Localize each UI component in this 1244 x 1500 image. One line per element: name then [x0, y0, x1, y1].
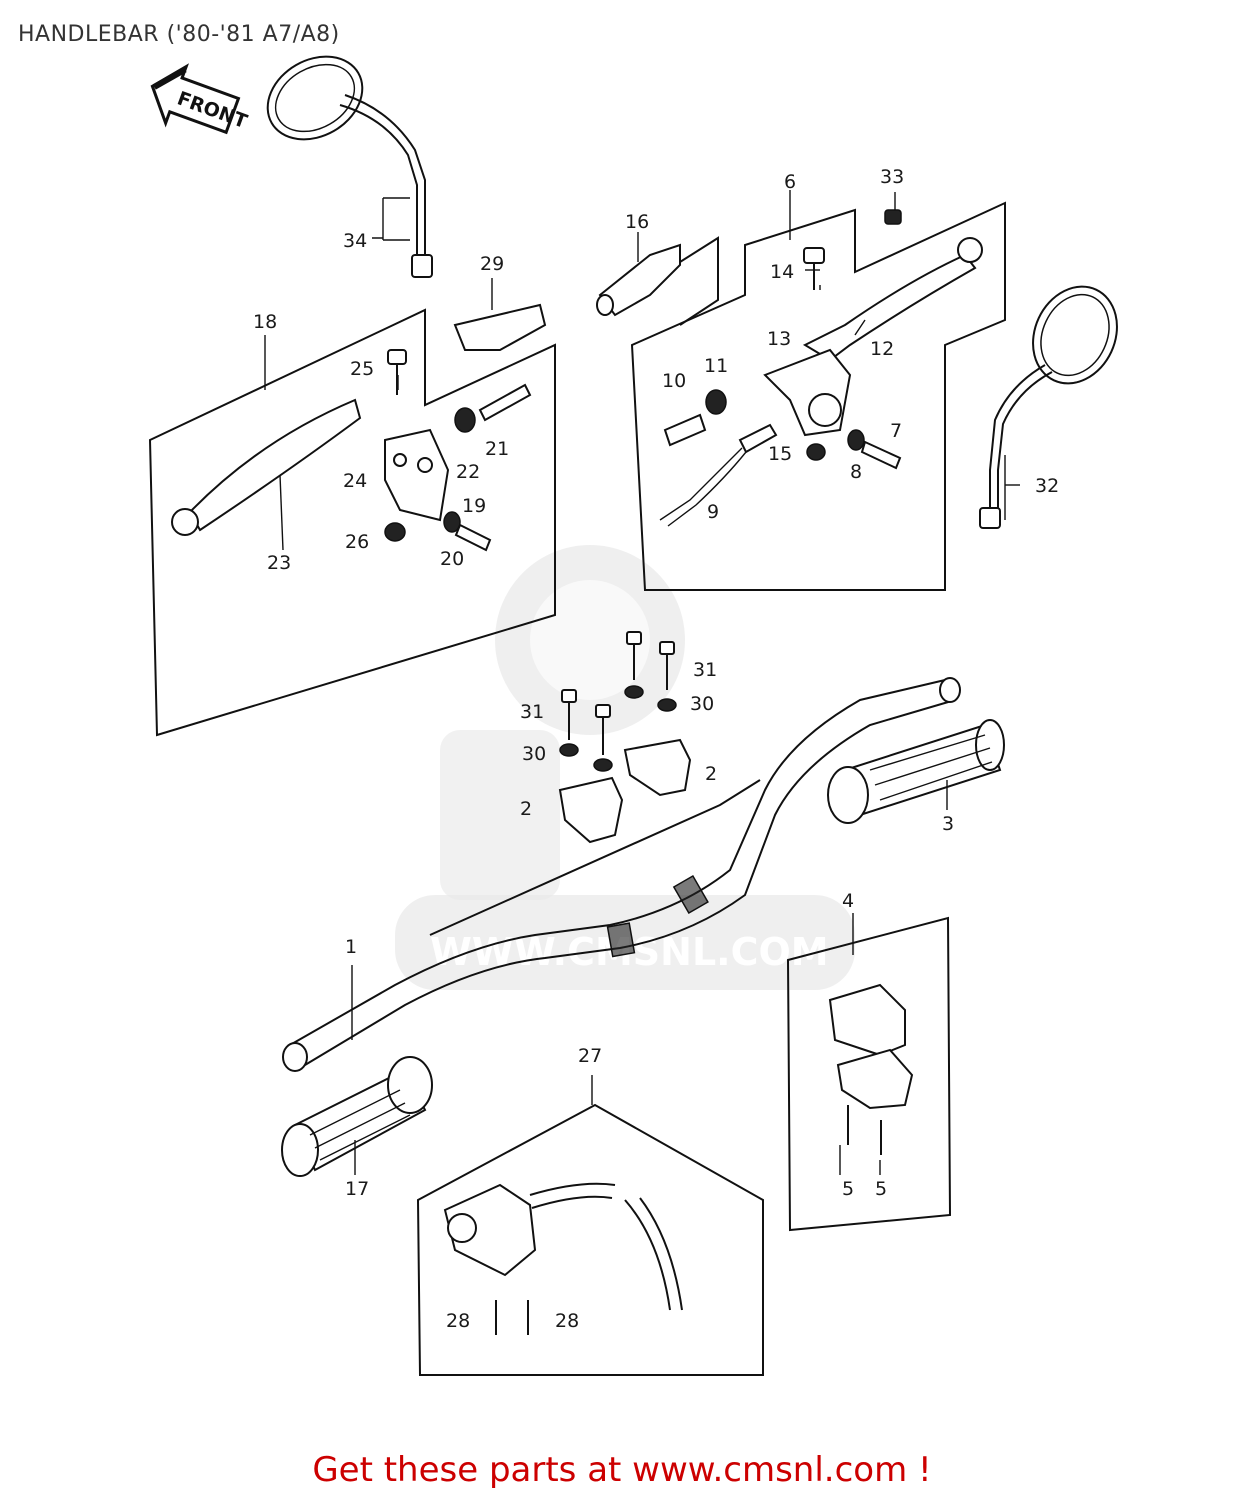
- callout-17: 17: [345, 1178, 369, 1200]
- switch-group-outline-4: [786, 916, 952, 1232]
- callout-3: 3: [942, 813, 954, 835]
- switch-housing-lower: [836, 1048, 914, 1110]
- callout-32: 32: [1035, 475, 1059, 497]
- callout-16: 16: [625, 211, 649, 233]
- clamp-lower: [558, 776, 624, 844]
- callout-19: 19: [462, 495, 486, 517]
- callout-11: 11: [704, 355, 728, 377]
- callout-10: 10: [662, 370, 686, 392]
- bolt-25: [387, 349, 407, 365]
- callout-30-left: 30: [522, 743, 546, 765]
- callout-30-right: 30: [690, 693, 714, 715]
- switch-9: [738, 423, 778, 454]
- callout-24: 24: [343, 470, 367, 492]
- left-grip: [281, 1056, 433, 1177]
- callout-15: 15: [768, 443, 792, 465]
- washer-22: [454, 407, 476, 433]
- switch-group-outline-27: [416, 1103, 764, 1376]
- callout-18: 18: [253, 311, 277, 333]
- callout-2-upper: 2: [705, 763, 717, 785]
- nut-26: [384, 522, 406, 542]
- callout-8: 8: [850, 461, 862, 483]
- callout-5-left: 5: [842, 1178, 854, 1200]
- adjuster-21: [478, 383, 532, 422]
- callout-6: 6: [784, 171, 796, 193]
- callout-4: 4: [842, 890, 854, 912]
- left-clutch-lever: [188, 398, 362, 532]
- callout-7: 7: [890, 420, 902, 442]
- callout-26: 26: [345, 531, 369, 553]
- left-mirror: [266, 55, 433, 278]
- switch-10: [663, 413, 707, 447]
- callout-29: 29: [480, 253, 504, 275]
- page-title: HANDLEBAR ('80-'81 A7/A8): [18, 22, 340, 47]
- callout-13: 13: [767, 328, 791, 350]
- nut-8: [847, 429, 865, 451]
- right-lever-perch: [763, 348, 852, 437]
- washer-11: [705, 389, 727, 415]
- callout-1: 1: [345, 936, 357, 958]
- callout-20: 20: [440, 548, 464, 570]
- callout-14: 14: [770, 261, 794, 283]
- right-grip: [827, 719, 1005, 824]
- nut-20: [443, 511, 461, 533]
- throttle-cover-16: [598, 243, 681, 317]
- clamp-upper: [623, 738, 692, 797]
- callout-12: 12: [870, 338, 894, 360]
- nut-15: [806, 443, 826, 461]
- switch-housing-upper: [828, 983, 906, 1057]
- callout-2-lower: 2: [520, 798, 532, 820]
- callout-34: 34: [343, 230, 367, 252]
- callout-22: 22: [456, 461, 480, 483]
- left-switch-housing: [443, 1183, 537, 1277]
- callout-28-left: 28: [446, 1310, 470, 1332]
- callout-27: 27: [578, 1045, 602, 1067]
- right-brake-lever: [802, 253, 977, 362]
- clamp-bolts: [559, 631, 677, 772]
- handlebar: [282, 677, 961, 1072]
- callout-23: 23: [267, 552, 291, 574]
- callout-21: 21: [485, 438, 509, 460]
- bolt-7: [860, 440, 902, 470]
- callout-labels: 1 2 2 3 4 5 5 6 7 8 9 10 11 12 13 14 15 …: [253, 166, 1059, 1332]
- callout-31-left: 31: [520, 701, 544, 723]
- grip-cover-29: [453, 303, 547, 351]
- callout-5-right: 5: [875, 1178, 887, 1200]
- cap-33: [884, 209, 902, 225]
- footer-shop-link[interactable]: Get these parts at www.cmsnl.com !: [312, 1450, 932, 1490]
- callout-9: 9: [707, 501, 719, 523]
- bolt-19: [454, 523, 492, 552]
- front-arrow: FRONT: [150, 63, 250, 135]
- right-mirror: [979, 285, 1118, 529]
- callout-25: 25: [350, 358, 374, 380]
- left-lever-group-outline: [148, 308, 556, 737]
- right-lever-group-outline: [630, 201, 1006, 591]
- callout-31-right: 31: [693, 659, 717, 681]
- leader-lines: [264, 190, 1020, 1175]
- callout-28-right: 28: [555, 1310, 579, 1332]
- callout-33: 33: [880, 166, 904, 188]
- left-lever-perch: [384, 428, 450, 522]
- bolt-14: [803, 247, 825, 264]
